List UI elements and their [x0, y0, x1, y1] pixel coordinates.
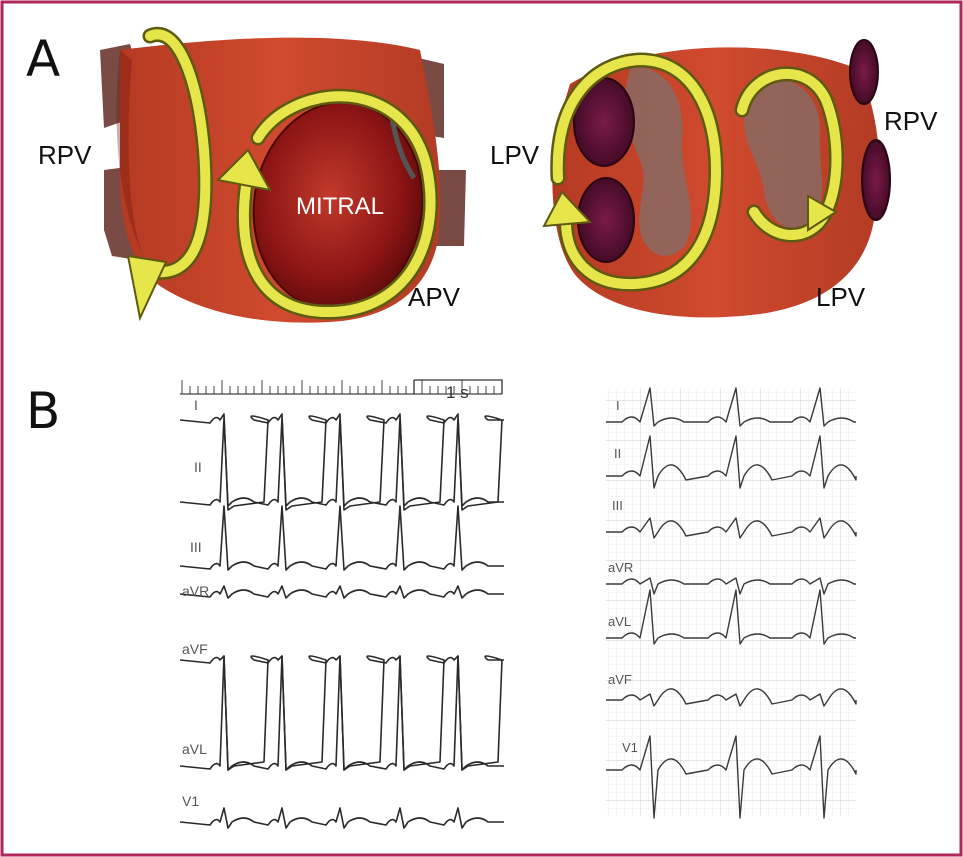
rpv-label-right: RPV — [884, 106, 938, 136]
left-ecg-lead-trace — [179, 505, 504, 571]
right-ecg-lead-trace — [606, 387, 856, 427]
right-lead-label: V1 — [622, 740, 638, 755]
left-pv-loop-arrow-inner — [552, 54, 722, 290]
rpv-loop-arrow-inner — [145, 29, 211, 278]
mitral-loop-arrowhead — [215, 148, 272, 192]
left-lead-label: aVR — [182, 583, 209, 599]
right-lead-label: III — [612, 498, 623, 513]
right-ecg-lead-trace — [606, 688, 857, 707]
panel-b: B 1 s I II III aVR aVF aVL V1 I II III — [26, 379, 857, 829]
left-ecg-lead-trace — [179, 585, 504, 599]
left-lead-label: II — [194, 459, 202, 475]
right-pv-loop-arrow-inner — [737, 68, 842, 241]
scar-right — [744, 76, 823, 230]
rpv-loop-arrowhead — [126, 254, 168, 322]
left-ecg-lead-trace — [179, 417, 504, 507]
left-ecg-lead-trace — [179, 413, 504, 511]
panel-b-label: B — [26, 382, 60, 440]
right-ecg-traces — [606, 387, 857, 819]
left-lead-label: III — [190, 539, 202, 555]
right-ecg-lead-trace — [606, 577, 856, 595]
left-ecg-lead-trace — [179, 807, 504, 829]
right-lead-label: II — [614, 446, 621, 461]
left-ecg-traces — [179, 413, 504, 829]
right-lead-label: aVL — [608, 614, 631, 629]
left-ecg: 1 s I II III aVR aVF aVL V1 — [179, 379, 504, 829]
panel-a: A MITRAL RPV APV — [26, 26, 938, 323]
right-ecg-lead-trace — [606, 517, 857, 539]
rpv-ostium-lower — [861, 139, 891, 221]
right-pv-loop-arrowhead — [807, 194, 838, 232]
mitral-lesion-line — [389, 117, 417, 180]
mitral-label: MITRAL — [296, 193, 384, 220]
right-lead-label: aVR — [608, 560, 633, 575]
right-ecg-lead-trace — [606, 435, 857, 489]
rpv-ostium-upper — [849, 39, 879, 105]
right-ecg-lead-trace — [606, 589, 856, 645]
left-lead-label: aVF — [182, 641, 208, 657]
right-ecg: I II III aVR aVL aVF V1 — [606, 387, 857, 819]
right-ecg-lead-trace — [606, 735, 857, 819]
left-lead-label: V1 — [182, 793, 199, 809]
time-scale — [180, 379, 503, 395]
left-ecg-lead-trace — [179, 655, 504, 771]
panel-a-label: A — [26, 30, 60, 88]
right-lead-label: I — [616, 398, 620, 413]
atrium-shade-left — [116, 50, 150, 270]
lpv-label-left: LPV — [490, 140, 540, 170]
right-lead-label: aVF — [608, 672, 632, 687]
time-scale-label: 1 s — [446, 383, 469, 402]
left-ecg-lead-labels: I II III aVR aVF aVL V1 — [182, 397, 209, 809]
apv-label: APV — [408, 282, 461, 312]
left-lead-label: aVL — [182, 741, 207, 757]
mitral-loop-arrow-inner — [238, 91, 436, 318]
left-lead-label: I — [194, 397, 198, 413]
time-scale-bracket — [413, 379, 503, 394]
scar-left — [625, 66, 692, 256]
right-atrium-diagram: LPV RPV LPV — [490, 39, 938, 318]
lpv-label-bottom: LPV — [816, 282, 866, 312]
right-ecg-lead-labels: I II III aVR aVL aVF V1 — [608, 398, 638, 755]
rpv-label-left: RPV — [38, 140, 92, 170]
left-pv-loop-arrowhead — [542, 190, 593, 228]
left-atrium-diagram: MITRAL RPV APV — [38, 26, 466, 323]
